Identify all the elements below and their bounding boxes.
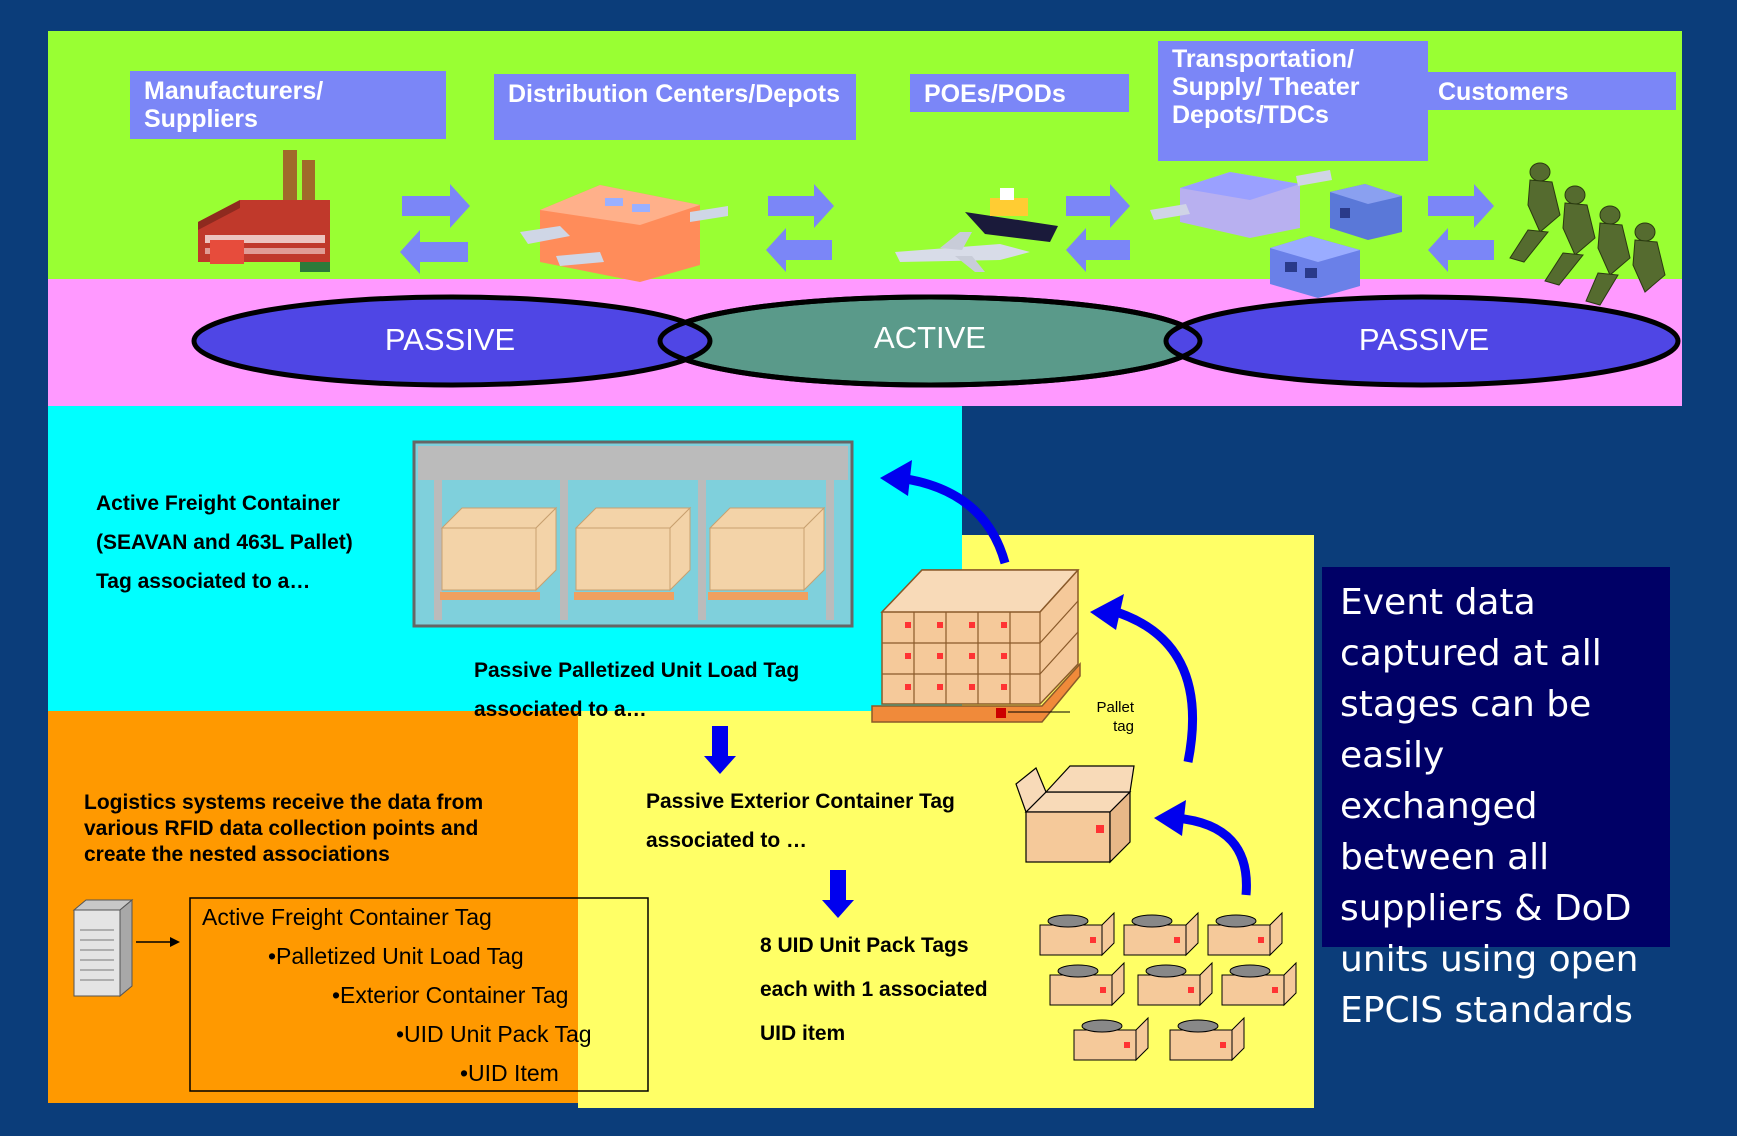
unitpack-label: 8 UID Unit Pack Tags each with 1 associa… [760,934,988,1045]
hierarchy-illustrations [72,440,1297,1092]
supply-chain-illustrations [191,150,1681,388]
pallet-label: Passive Palletized Unit Load Tag associa… [474,659,800,721]
pallet-tag-label: Pallet tag [1096,699,1134,735]
container-label: Active Freight Container (SEAVAN and 463… [96,492,353,593]
exterior-box-icon [1015,765,1135,864]
event-data-text: Event data captured at all stages can be… [1340,582,1639,1031]
stage-label-poes: POEs/PODs [910,74,1129,112]
stage-label-transportation: Transportation/ Supply/ Theater Depots/T… [1158,41,1428,161]
curved-arrows-icon [899,473,1251,896]
curved-arrowheads-icon [880,460,1186,836]
unit-packs-icon [1039,911,1297,1062]
passive-label-right: PASSIVE [1358,322,1490,357]
stage-label-manufacturers: Manufacturers/ Suppliers [130,71,446,139]
factory-icon [198,150,330,272]
depot-icon [520,185,728,282]
soldiers-icon [1509,162,1666,306]
active-label: ACTIVE [874,320,986,355]
nested-item-unitpack: •UID Unit Pack Tag [396,1021,592,1047]
exterior-label: Passive Exterior Container Tag associate… [646,790,955,852]
nested-item-uid: •UID Item [460,1060,559,1086]
nested-item-container: Active Freight Container Tag [202,904,492,930]
flow-arrows-icon [400,184,1494,274]
pallet-icon [871,569,1081,723]
stage-label-distribution: Distribution Centers/Depots [494,74,856,140]
stage-label-customers: Customers [1424,72,1676,110]
nested-item-pallet: •Palletized Unit Load Tag [268,943,524,969]
down-arrows-icon [704,726,854,918]
nested-associations-box [189,897,649,1092]
plane-ship-icon [895,188,1058,272]
rfid-rings [191,294,1681,388]
freight-container-icon [412,440,854,628]
logistics-label: Logistics systems receive the data from … [84,791,484,866]
orange-panel [48,710,578,1103]
nested-item-exterior: •Exterior Container Tag [332,982,569,1008]
event-data-callout: Event data captured at all stages can be… [1322,567,1670,1031]
server-icon [72,898,180,998]
transport-depot-icon [1150,170,1402,298]
passive-label-left: PASSIVE [384,322,516,357]
